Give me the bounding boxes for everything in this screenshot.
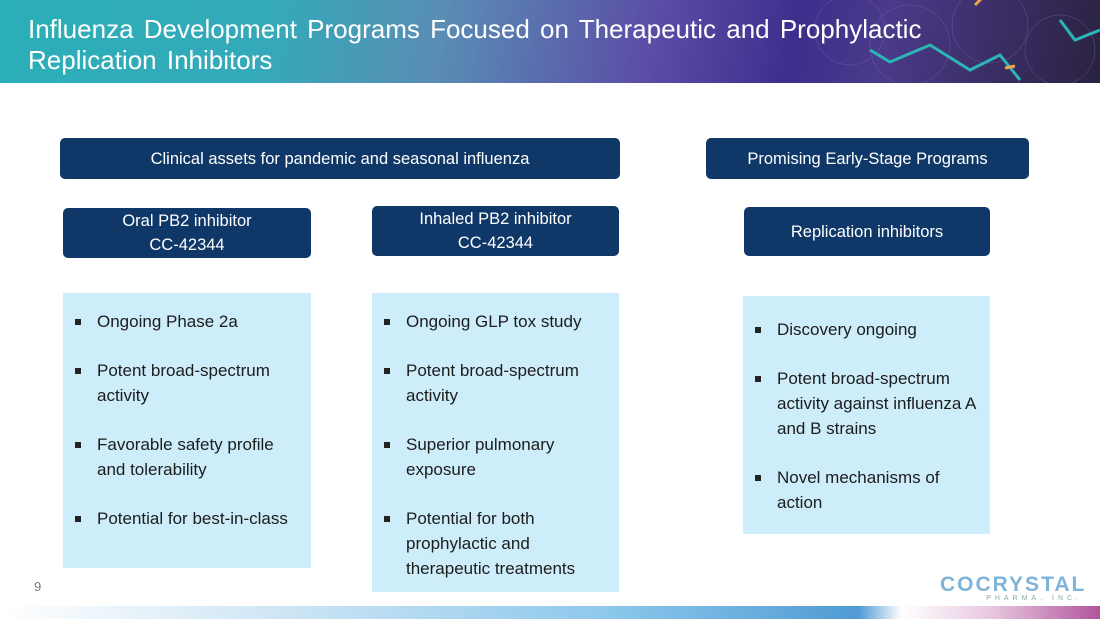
list-item: Ongoing GLP tox study	[382, 309, 609, 334]
slide-title: Influenza Development Programs Focused o…	[28, 14, 921, 76]
clinical-assets-header: Clinical assets for pandemic and seasona…	[60, 138, 620, 179]
header-banner: Influenza Development Programs Focused o…	[0, 0, 1100, 83]
list-item: Potent broad-spectrum activity	[382, 358, 609, 408]
cocrystal-logo: COCRYSTAL PHARMA, INC.	[940, 573, 1087, 602]
logo-subtitle: PHARMA, INC.	[986, 595, 1082, 602]
title-line: CC-42344	[149, 236, 225, 254]
oral-pb2-title: Oral PB2 inhibitor CC-42344	[63, 208, 311, 258]
early-stage-header: Promising Early-Stage Programs	[706, 138, 1029, 179]
oral-pb2-list: Ongoing Phase 2a Potent broad-spectrum a…	[63, 293, 311, 568]
list-item: Novel mechanisms of action	[753, 465, 980, 515]
title-line: CC-42344	[457, 234, 534, 252]
title-line-2: Replication Inhibitors	[28, 45, 273, 75]
list-item: Potential for best-in-class	[73, 506, 301, 531]
list-item: Discovery ongoing	[753, 317, 980, 342]
list-item: Potent broad-spectrum activity against i…	[753, 366, 980, 441]
title-line-1: Influenza Development Programs Focused o…	[28, 14, 922, 44]
list-item: Ongoing Phase 2a	[73, 309, 301, 334]
list-item: Potential for both prophylactic and ther…	[382, 506, 609, 581]
bottom-decorative-bar	[0, 606, 1100, 619]
page-number: 9	[34, 579, 42, 594]
replication-inhibitors-title: Replication inhibitors	[744, 207, 990, 256]
list-item: Favorable safety profile and tolerabilit…	[73, 432, 301, 482]
list-item: Superior pulmonary exposure	[382, 432, 609, 482]
list-item: Potent broad-spectrum activity	[73, 358, 301, 408]
title-line: Oral PB2 inhibitor	[122, 212, 252, 230]
title-line: Inhaled PB2 inhibitor	[419, 210, 572, 228]
logo-name: COCRYSTAL	[940, 573, 1087, 596]
inhaled-pb2-list: Ongoing GLP tox study Potent broad-spect…	[372, 293, 619, 592]
inhaled-pb2-title: Inhaled PB2 inhibitor CC-42344	[372, 206, 619, 256]
molecule-graphic-icon	[814, 0, 1100, 83]
replication-list: Discovery ongoing Potent broad-spectrum …	[743, 296, 990, 534]
